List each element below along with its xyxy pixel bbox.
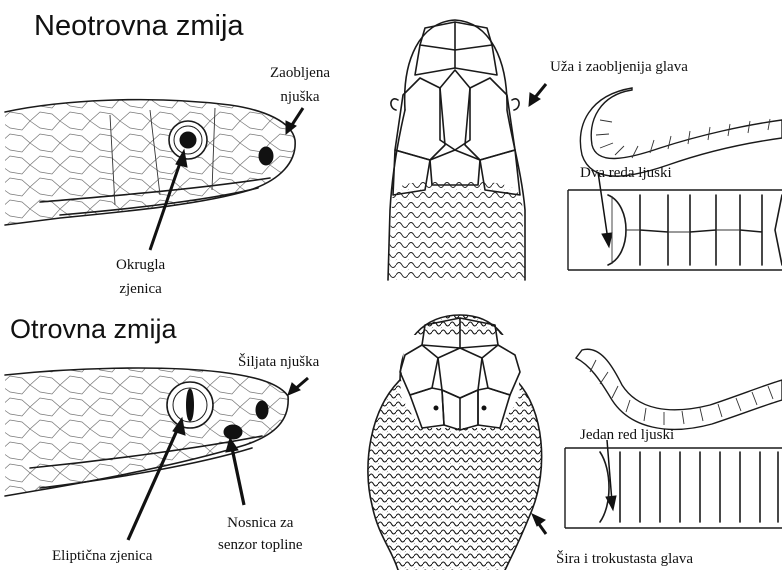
rounded-snout-label-line2: njuška: [270, 88, 330, 106]
heat-sensor-nostril-label: Nosnica za senzor topline: [218, 514, 303, 554]
single-row-scales-label: Jedan red ljuski: [580, 426, 674, 444]
wide-head-label: Šira i trokustasta glava: [556, 550, 693, 568]
round-pupil-label-line2: zjenica: [116, 280, 165, 298]
two-row-scales-label: Dva reda ljuski: [580, 164, 672, 182]
venomous-title: Otrovna zmija: [10, 312, 177, 346]
wide-head-arrow: [532, 514, 546, 534]
elliptic-pupil-label: Eliptična zjenica: [52, 547, 152, 565]
rounded-snout-label-line1: Zaobljena: [270, 64, 330, 82]
narrow-head-arrow: [529, 84, 546, 106]
nonvenomous-tail: [580, 88, 782, 176]
pointed-snout-label: Šiljata njuška: [238, 353, 319, 371]
snout-arrow: [286, 108, 303, 134]
heat-sensor-arrow: [226, 438, 244, 505]
heat-sensor-nostril-label-line2: senzor topline: [218, 536, 303, 554]
nonvenomous-side-head: [5, 100, 295, 225]
round-pupil-label: Okrugla zjenica: [116, 256, 165, 298]
venomous-side-head: [5, 368, 288, 496]
rounded-snout-label: Zaobljena njuška: [270, 64, 330, 106]
nonvenomous-title: Neotrovna zmija: [34, 8, 244, 44]
pointed-snout-arrow: [288, 378, 308, 395]
narrow-head-label: Uža i zaobljenija glava: [550, 58, 688, 76]
venomous-tail: [576, 349, 782, 429]
venomous-top-head: [368, 315, 542, 570]
two-row-scales: [568, 172, 782, 270]
round-pupil-label-line1: Okrugla: [116, 256, 165, 274]
single-row-scales: [565, 440, 782, 528]
nonvenomous-top-head: [388, 20, 525, 280]
heat-sensor-nostril-label-line1: Nosnica za: [218, 514, 303, 532]
